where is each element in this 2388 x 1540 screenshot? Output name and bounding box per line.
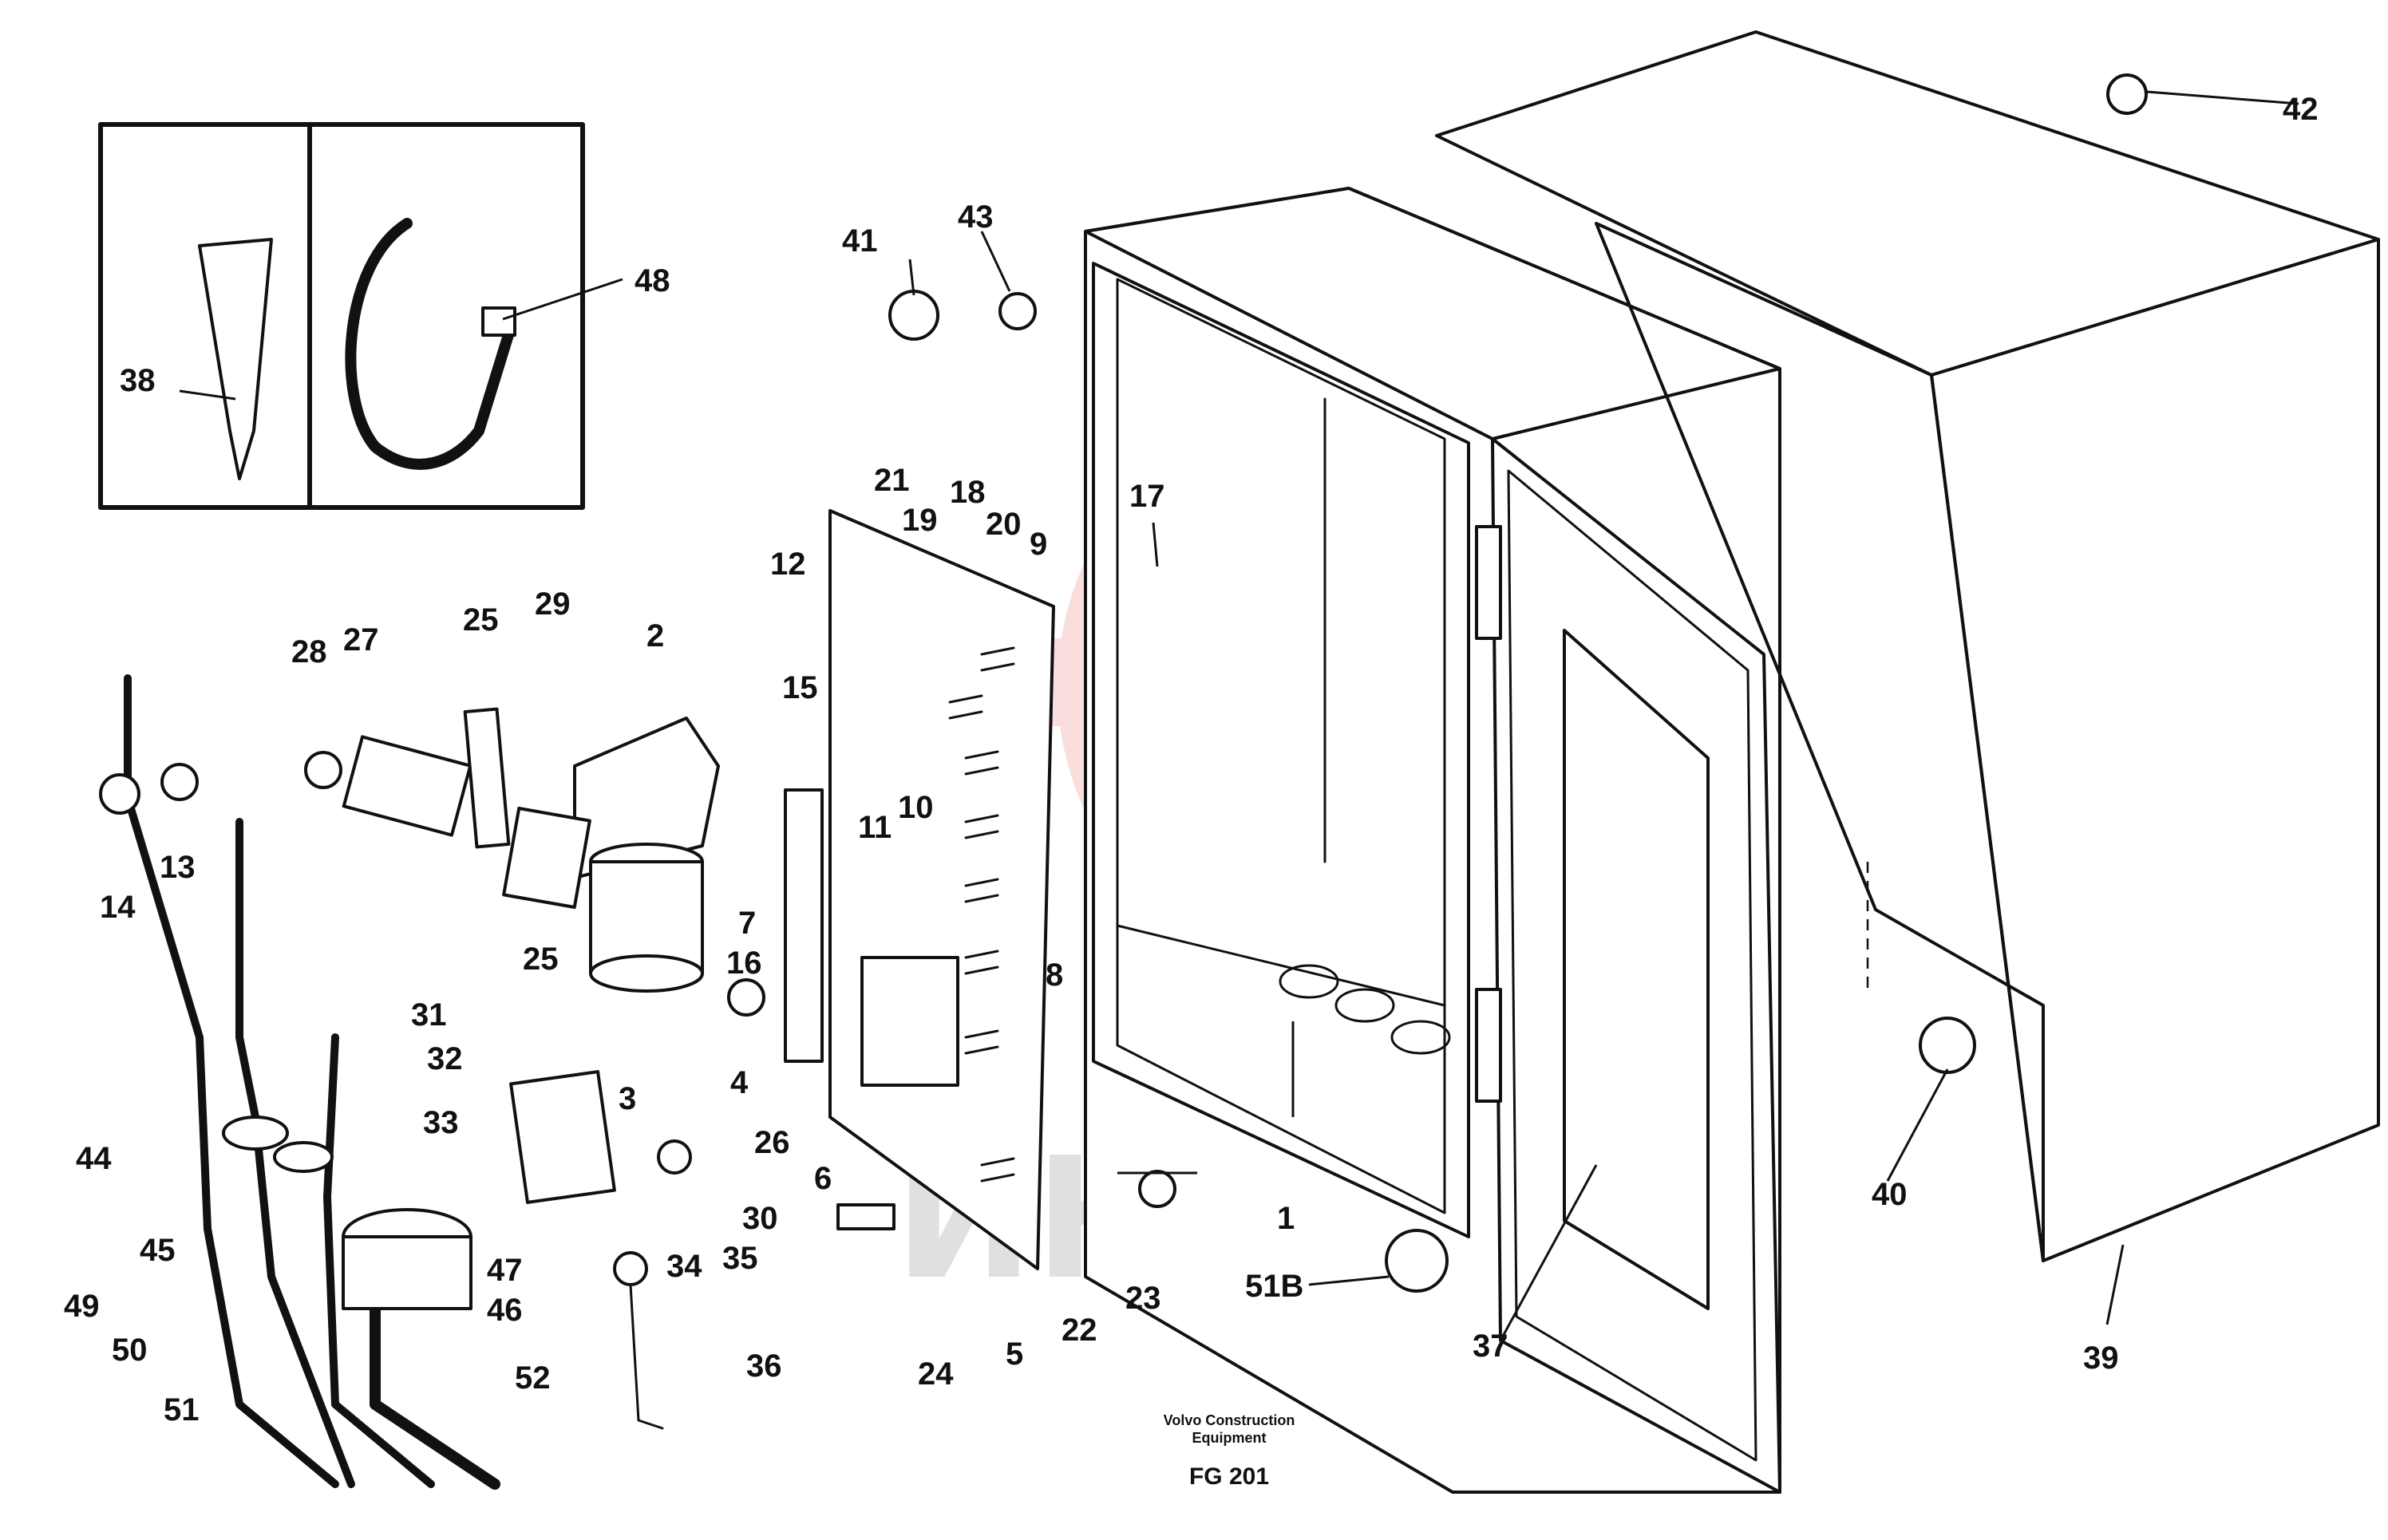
callout-51b: 51B: [1245, 1269, 1303, 1304]
callout-12: 12: [770, 547, 806, 582]
nut-4: [727, 978, 765, 1017]
screw-41: [888, 290, 939, 341]
gland-45: [273, 1141, 334, 1173]
bracket-27: [342, 735, 472, 837]
callout-37: 37: [1473, 1329, 1508, 1364]
gland-44: [222, 1116, 289, 1151]
bracket-25-upper: [463, 707, 511, 849]
caption-manufacturer-sub: Equipment: [1192, 1430, 1267, 1446]
cabinet-cover: [1435, 30, 2380, 1262]
callout-20: 20: [986, 507, 1022, 542]
callout-34: 34: [666, 1249, 702, 1284]
callout-52: 52: [515, 1360, 551, 1396]
callout-44: 44: [76, 1141, 112, 1176]
callout-10: 10: [898, 790, 934, 825]
cable-tie: [345, 218, 516, 470]
washer-13: [160, 763, 199, 801]
washer-43: [998, 292, 1037, 330]
leader-lines: [179, 90, 2299, 1341]
callout-36: 36: [746, 1348, 782, 1384]
callout-33: 33: [423, 1105, 459, 1140]
sealant-tube: [198, 238, 273, 480]
callouts: 1 2 3 4 5 6 7 8 9 10 11 12 13 14 15 16 1…: [64, 92, 2319, 1427]
bolt-40: [1919, 1017, 1976, 1074]
callout-25-lower: 25: [523, 942, 559, 977]
strip-26: [784, 788, 824, 1063]
callout-27: 27: [343, 622, 379, 657]
bracket-25-lower: [502, 807, 591, 909]
nut-28: [304, 751, 342, 789]
wire-36: [629, 1283, 664, 1430]
inset-box: [98, 122, 585, 510]
callout-8: 8: [1046, 958, 1063, 993]
callout-26: 26: [754, 1125, 790, 1160]
callout-32: 32: [427, 1041, 463, 1076]
callout-9: 9: [1030, 527, 1047, 562]
figure-code: FG 201: [1189, 1463, 1269, 1490]
callout-30: 30: [742, 1201, 778, 1236]
callout-51: 51: [164, 1392, 200, 1427]
callout-6: 6: [814, 1161, 832, 1196]
callout-40: 40: [1872, 1177, 1908, 1212]
gland-47: [342, 1235, 472, 1310]
callout-25-upper: 25: [463, 602, 499, 638]
nut-42: [2106, 73, 2148, 115]
callout-23: 23: [1125, 1281, 1161, 1316]
relay-assembly: [573, 717, 720, 993]
cabinet-door: [1475, 437, 1781, 1494]
callout-47: 47: [487, 1253, 523, 1288]
callout-24: 24: [918, 1356, 954, 1392]
terminal-block: [860, 956, 959, 1087]
callout-48: 48: [635, 263, 670, 298]
callout-46: 46: [487, 1293, 523, 1328]
callout-43: 43: [958, 199, 994, 235]
callout-15: 15: [782, 670, 818, 705]
callout-14: 14: [100, 890, 136, 925]
callout-13: 13: [160, 850, 196, 885]
nut-23: [1138, 1170, 1176, 1208]
callout-45: 45: [140, 1233, 176, 1268]
callout-1: 1: [1277, 1201, 1295, 1236]
callout-42: 42: [2283, 92, 2319, 127]
fuse-30: [836, 1203, 896, 1230]
callout-29: 29: [535, 586, 571, 622]
callout-49: 49: [64, 1289, 100, 1324]
callout-28: 28: [291, 634, 327, 669]
callout-35: 35: [722, 1241, 758, 1276]
callout-11: 11: [858, 810, 892, 845]
callout-4: 4: [730, 1065, 749, 1100]
callout-21: 21: [874, 463, 910, 498]
callout-31: 31: [411, 997, 447, 1033]
bushing-51b: [1385, 1229, 1449, 1293]
callout-18: 18: [950, 475, 986, 510]
callout-3: 3: [619, 1081, 636, 1116]
callout-2: 2: [646, 618, 664, 654]
cap-32: [509, 1070, 616, 1204]
mounting-plate: [828, 509, 1055, 1270]
ring-terminal-36: [613, 1251, 648, 1286]
nut-14: [99, 773, 140, 815]
callout-50: 50: [112, 1333, 148, 1368]
callout-22: 22: [1062, 1313, 1097, 1348]
callout-39: 39: [2083, 1341, 2119, 1376]
callout-17: 17: [1129, 479, 1165, 514]
callout-5: 5: [1006, 1337, 1023, 1372]
callout-19: 19: [902, 503, 938, 538]
callout-38: 38: [120, 363, 156, 398]
callout-41: 41: [842, 223, 878, 259]
nut-35: [657, 1139, 692, 1175]
callout-16: 16: [726, 946, 762, 981]
callout-7: 7: [738, 906, 756, 941]
caption-manufacturer: Volvo Construction: [1164, 1412, 1295, 1428]
